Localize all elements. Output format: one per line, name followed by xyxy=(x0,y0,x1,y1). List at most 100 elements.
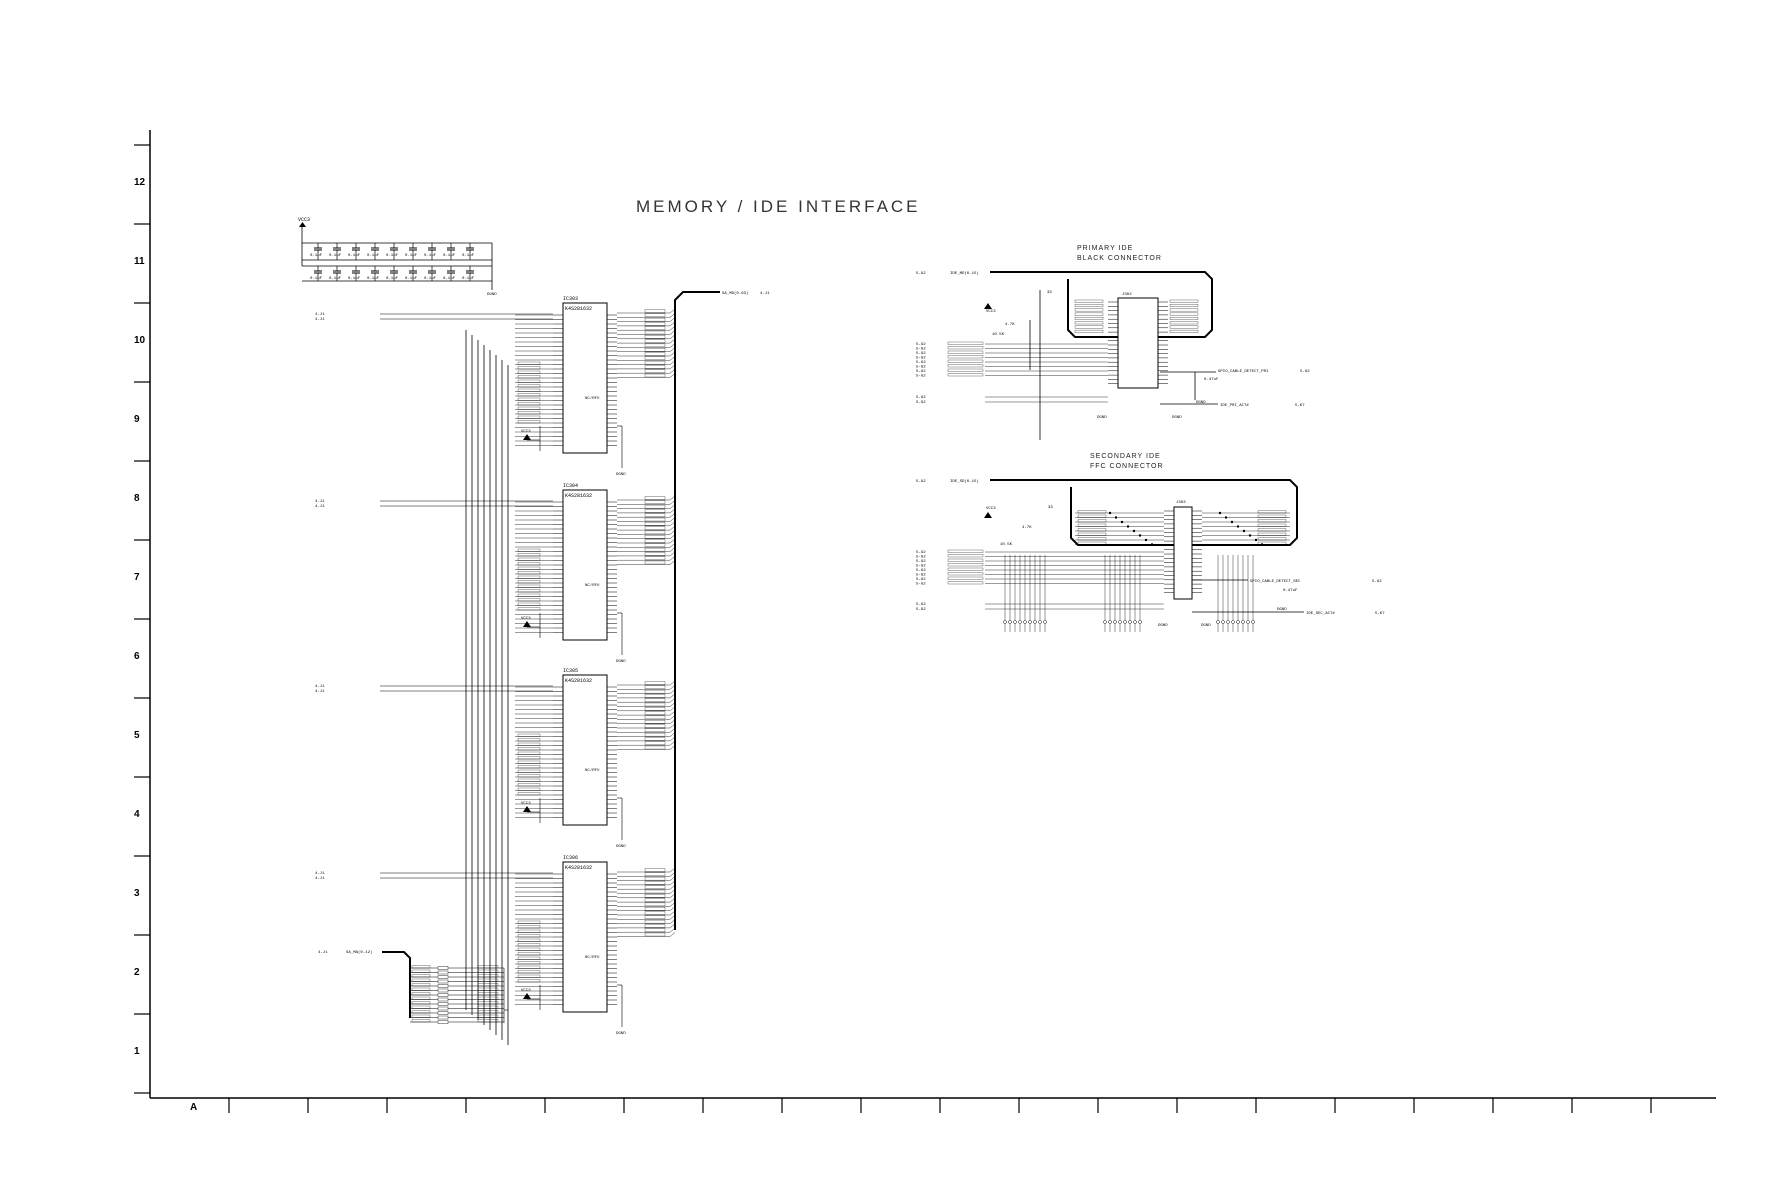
secondary-res-47k: 4.7K xyxy=(1022,526,1032,530)
sec-act-ref: 5-K7 xyxy=(1375,612,1385,616)
sig-ref: 4-J1 xyxy=(315,505,325,509)
addr-bus-label: SA_MA(0-12) xyxy=(346,950,372,955)
cap-value: 0.1uF xyxy=(367,254,380,258)
column-ruler xyxy=(228,1098,1652,1113)
cap-value: 0.1uF xyxy=(462,277,475,281)
dgnd-label-caps: DGND xyxy=(487,293,497,297)
sig-ref: 4-J1 xyxy=(315,877,325,881)
sec-dgnd-3: DGND xyxy=(1277,608,1287,612)
chip-dgnd: DGND xyxy=(616,660,626,664)
address-bus-input: 4-J1 SA_MA(0-12) xyxy=(318,950,508,1024)
sec-cable-ref: 5-G2 xyxy=(1372,580,1382,584)
memory-area: IC303K4S281632NC/RFUVCC3DGND4-J14-J1IC30… xyxy=(315,296,676,1036)
primary-bus-label: IDE_MD(0-15) xyxy=(950,271,979,276)
row-number: 9 xyxy=(134,414,140,425)
pri-sig-ref: 5-G2 xyxy=(916,361,926,365)
pri-dgnd-3: DGND xyxy=(1196,401,1206,405)
primary-vcc: VCC3 xyxy=(986,310,996,314)
pri-sig-ref: 5-G2 xyxy=(916,396,926,400)
nc-rfu-label: NC/RFU xyxy=(585,396,600,401)
column-letter-a: A xyxy=(190,1102,197,1113)
data-bus-trunk: SA_MD(0-63) 4-J1 xyxy=(674,291,770,930)
cap-value: 0.1uF xyxy=(329,277,342,281)
cap-value: 0.1uF xyxy=(424,277,437,281)
secondary-connector-ref: J303 xyxy=(1176,501,1186,505)
cap-value: 0.1uF xyxy=(443,254,456,258)
secondary-vcc: VCC3 xyxy=(986,507,996,511)
row-number: 8 xyxy=(134,493,140,504)
row-number: 3 xyxy=(134,888,140,899)
sig-ref: 4-J1 xyxy=(315,872,325,876)
primary-ide-section: PRIMARY IDE BLACK CONNECTOR 5-G2 IDE_MD(… xyxy=(916,245,1310,440)
chip-part: K4S281632 xyxy=(565,865,592,871)
row-number: 10 xyxy=(134,335,146,346)
row-number: 7 xyxy=(134,572,140,583)
chip-vcc: VCC3 xyxy=(521,617,531,621)
sec-sig-ref: 5-G2 xyxy=(916,578,926,582)
row-number: 6 xyxy=(134,651,140,662)
pri-sig-ref: 5-G2 xyxy=(916,370,926,374)
pri-sig-ref: 5-G2 xyxy=(916,343,926,347)
primary-ide-title: PRIMARY IDE xyxy=(1077,245,1133,252)
nc-rfu-label: NC/RFU xyxy=(585,955,600,960)
row-number: 2 xyxy=(134,967,140,978)
cap-value: 0.1uF xyxy=(348,277,361,281)
sig-ref: 4-J1 xyxy=(315,685,325,689)
primary-res-47k: 4.7K xyxy=(1005,323,1015,327)
cap-value: 0.1uF xyxy=(329,254,342,258)
cap-value: 0.1uF xyxy=(424,254,437,258)
sec-dgnd-1: DGND xyxy=(1158,624,1168,628)
sec-sig-ref: 5-G2 xyxy=(916,551,926,555)
sec-sig-ref: 5-G2 xyxy=(916,574,926,578)
sig-ref: 4-J1 xyxy=(315,690,325,694)
pri-dgnd-2: DGND xyxy=(1172,416,1182,420)
sec-sig-ref: 5-G2 xyxy=(916,603,926,607)
sig-ref: 4-J1 xyxy=(315,313,325,317)
cap-value: 0.1uF xyxy=(386,254,399,258)
sec-sig-ref: 5-G2 xyxy=(916,608,926,612)
pri-act-ref: 5-K7 xyxy=(1295,404,1305,408)
primary-res-105k: 10.5K xyxy=(992,333,1005,337)
chip-ref: IC304 xyxy=(563,483,578,489)
sec-sig-ref: 5-G2 xyxy=(916,583,926,587)
pri-sig-ref: 5-G2 xyxy=(916,401,926,405)
vcc-symbol xyxy=(299,222,306,227)
sec-cable-detect: GPIO_CABLE_DETECT_SEC xyxy=(1250,580,1301,584)
nc-rfu-label: NC/RFU xyxy=(585,583,600,588)
pri-cap-value: 0.47uF xyxy=(1204,378,1219,382)
chip-dgnd: DGND xyxy=(616,473,626,477)
primary-resistor-value: 33 xyxy=(1047,291,1052,295)
cap-value: 0.1uF xyxy=(462,254,475,258)
secondary-bus-label: IDE_SD(0-15) xyxy=(950,479,979,484)
secondary-ide-subtitle: FFC CONNECTOR xyxy=(1090,463,1164,470)
secondary-ide-title: SECONDARY IDE xyxy=(1090,453,1161,460)
primary-bus-ref: 5-G2 xyxy=(916,272,926,276)
sec-sig-ref: 5-G2 xyxy=(916,556,926,560)
chip-ref: IC303 xyxy=(563,296,578,302)
chip-part: K4S281632 xyxy=(565,678,592,684)
chip-part: K4S281632 xyxy=(565,306,592,312)
sec-cap-value: 0.47uF xyxy=(1283,589,1298,593)
sec-act: IDE_SEC_ACT# xyxy=(1306,612,1335,616)
pri-sig-ref: 5-G2 xyxy=(916,348,926,352)
pri-dgnd-1: DGND xyxy=(1097,416,1107,420)
secondary-ide-connector xyxy=(1173,506,1193,600)
secondary-ide-section: SECONDARY IDE FFC CONNECTOR 5-G2 IDE_SD(… xyxy=(916,453,1385,632)
pri-act: IDE_PRI_ACT# xyxy=(1220,404,1249,408)
data-bus-ref: 4-J1 xyxy=(760,292,770,296)
sec-dgnd-2: DGND xyxy=(1201,624,1211,628)
addr-bus-ref: 4-J1 xyxy=(318,951,328,955)
primary-connector-ref: J302 xyxy=(1122,293,1132,297)
cap-value: 0.1uF xyxy=(405,277,418,281)
cap-value: 0.1uF xyxy=(348,254,361,258)
address-bus-bundle xyxy=(465,330,509,1045)
secondary-bus-ref: 5-G2 xyxy=(916,480,926,484)
pri-sig-ref: 5-G2 xyxy=(916,352,926,356)
